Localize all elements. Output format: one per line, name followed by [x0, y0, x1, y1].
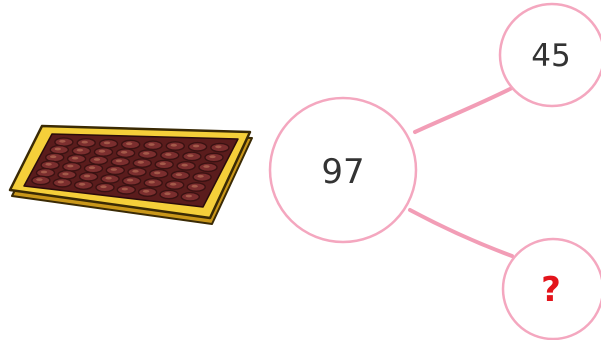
cookie-highlight — [111, 168, 117, 171]
cookie-highlight — [181, 164, 187, 167]
cookie-highlight — [50, 155, 56, 158]
cookie-highlight — [143, 152, 149, 155]
cookie-highlight — [79, 183, 85, 186]
cookie-highlight — [143, 190, 149, 193]
cookie-highlight — [121, 151, 127, 154]
cookie-highlight — [160, 162, 166, 165]
cookie-highlight — [138, 161, 144, 164]
link-whole-to-top-part — [415, 88, 512, 132]
cookie-highlight — [116, 160, 122, 163]
part-known-circle: 45 — [500, 4, 601, 106]
whole-value: 97 — [321, 152, 364, 192]
part-unknown-circle: ? — [503, 239, 601, 339]
cookie-highlight — [197, 175, 203, 178]
cookie-highlight — [170, 183, 176, 186]
cookie-highlight — [58, 181, 64, 184]
cookie-tray-image — [10, 126, 252, 224]
cookie-highlight — [82, 141, 88, 144]
cookie-highlight — [36, 178, 42, 181]
cookie-highlight — [84, 175, 90, 178]
cookie-highlight — [132, 170, 138, 173]
cookie-highlight — [149, 181, 155, 184]
cookie-highlight — [55, 148, 61, 151]
cookie-highlight — [99, 150, 105, 153]
cookie-highlight — [126, 142, 132, 145]
cookie-highlight — [122, 188, 128, 191]
cookie-highlight — [41, 171, 47, 174]
whole-circle: 97 — [270, 98, 416, 242]
cookie-highlight — [100, 185, 106, 188]
cookie-highlight — [89, 166, 95, 169]
cookie-highlight — [59, 140, 65, 143]
cookie-highlight — [186, 195, 192, 198]
cookie-highlight — [148, 143, 154, 146]
cookie-highlight — [127, 179, 133, 182]
part-known-value: 45 — [531, 38, 570, 74]
cookie-highlight — [209, 155, 215, 158]
link-whole-to-bottom-part — [410, 210, 512, 256]
cookie-highlight — [45, 163, 51, 166]
cookie-highlight — [62, 173, 68, 176]
cookie-highlight — [203, 165, 209, 168]
cookie-highlight — [187, 154, 193, 157]
cookie-highlight — [165, 153, 171, 156]
cookie-highlight — [105, 177, 111, 180]
cookie-highlight — [176, 173, 182, 176]
cookie-highlight — [154, 172, 160, 175]
cookie-highlight — [104, 142, 110, 145]
cookie-highlight — [67, 165, 73, 168]
bond-links — [410, 88, 512, 256]
cookie-highlight — [171, 144, 177, 147]
cookie-highlight — [94, 158, 100, 161]
cookie-highlight — [72, 157, 78, 160]
cookie-highlight — [192, 185, 198, 188]
cookie-highlight — [193, 145, 199, 148]
part-unknown-value: ? — [541, 270, 561, 310]
cookie-highlight — [215, 145, 221, 148]
cookie-highlight — [77, 149, 83, 152]
cookie-highlight — [164, 192, 170, 195]
